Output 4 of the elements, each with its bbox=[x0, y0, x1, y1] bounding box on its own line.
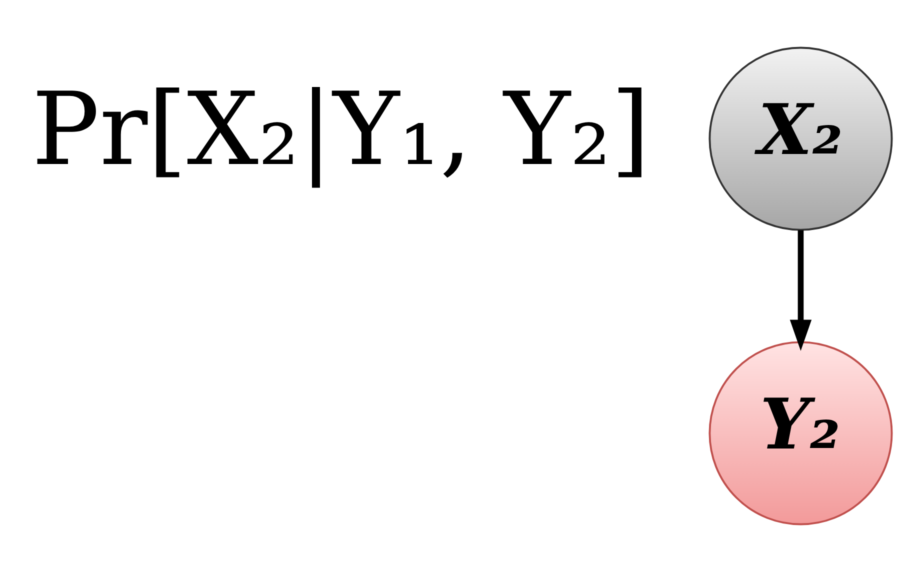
node-circle: X₂ bbox=[708, 46, 893, 230]
node-circle: Y₂ bbox=[708, 340, 893, 525]
arrow bbox=[790, 230, 812, 350]
label: Pr[X₂|Y₁, Y₂] bbox=[32, 70, 650, 188]
